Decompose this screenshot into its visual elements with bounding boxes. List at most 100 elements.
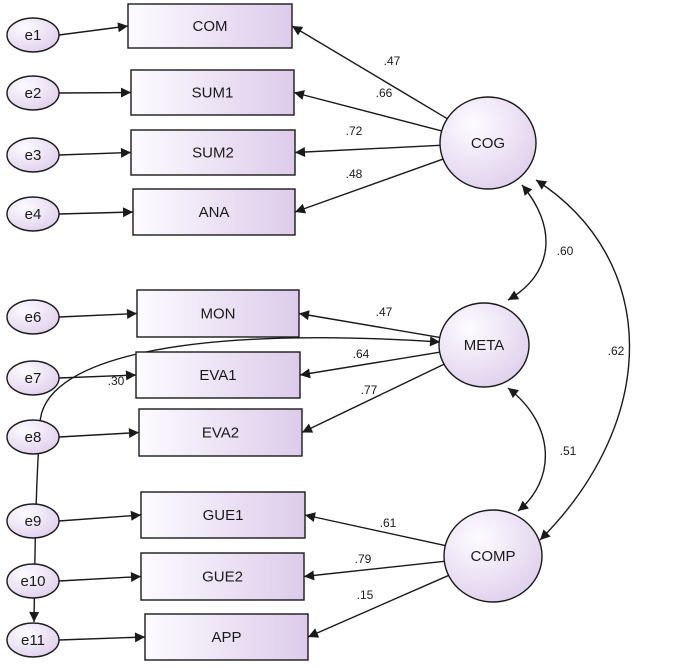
- error-label: e6: [25, 309, 42, 326]
- error-label: e4: [25, 206, 42, 223]
- correlation-label-cog-meta: .60: [557, 244, 574, 258]
- correlation-path-meta-e11: [29, 336, 441, 623]
- factor-node-comp: COMP: [443, 509, 543, 603]
- error-path-e7: [58, 370, 137, 381]
- indicator-box: [130, 69, 295, 116]
- indicator-label: MON: [201, 306, 236, 323]
- loading-label-ana: .48: [346, 167, 363, 181]
- indicator-label: APP: [211, 629, 241, 646]
- indicator-node-app: APP: [144, 613, 309, 661]
- error-node-e1: e1: [6, 17, 60, 53]
- error-label: e8: [25, 429, 42, 446]
- factor-label: META: [464, 337, 505, 354]
- indicator-label: COM: [193, 18, 228, 35]
- error-label: e3: [25, 147, 42, 164]
- loading-path-mon: [298, 310, 440, 339]
- indicator-box: [138, 408, 303, 457]
- indicator-node-gue2: GUE2: [140, 552, 305, 601]
- error-node-e7: e7: [6, 360, 60, 396]
- correlation-path-cog-comp: [535, 179, 631, 541]
- correlation-path-meta-comp: [507, 387, 547, 512]
- indicator-box: [136, 289, 300, 338]
- indicator-label: ANA: [199, 204, 230, 221]
- error-path-e9: [58, 510, 142, 522]
- error-node-e8: e8: [6, 419, 60, 455]
- error-ellipse: [6, 75, 60, 111]
- loading-label-mon: .47: [376, 305, 393, 319]
- loading-path-gue2: [303, 560, 445, 581]
- error-node-e11: e11: [6, 622, 60, 658]
- factor-node-meta: META: [438, 302, 530, 388]
- factor-ellipse: [438, 302, 530, 388]
- error-node-e10: e10: [6, 563, 60, 599]
- indicator-label: SUM1: [192, 85, 234, 102]
- indicator-label: SUM2: [192, 145, 234, 162]
- correlation-label-meta-e11: .30: [108, 374, 125, 388]
- error-ellipse: [6, 360, 60, 396]
- error-node-e6: e6: [6, 299, 60, 335]
- indicator-node-sum1: SUM1: [130, 69, 295, 116]
- error-label: e9: [25, 513, 42, 530]
- error-path-e10: [58, 572, 142, 583]
- indicator-box: [135, 351, 301, 399]
- loading-label-gue1: .61: [380, 516, 397, 530]
- error-node-e4: e4: [6, 196, 60, 232]
- indicator-box: [130, 129, 296, 176]
- error-path-e4: [58, 207, 134, 218]
- factor-label: COG: [471, 135, 505, 152]
- loading-label-gue2: .79: [355, 552, 372, 566]
- indicator-label: EVA2: [202, 425, 239, 442]
- indicator-node-sum2: SUM2: [130, 129, 296, 176]
- loading-label-com: .47: [384, 54, 401, 68]
- loading-path-eva1: [299, 351, 440, 379]
- indicator-label: GUE1: [203, 507, 244, 524]
- loading-path-ana: [294, 158, 444, 214]
- indicator-box: [140, 491, 306, 539]
- indicator-label: EVA1: [199, 367, 236, 384]
- loading-path-eva2: [301, 363, 445, 434]
- loading-label-sum2: .72: [346, 124, 363, 138]
- indicator-node-mon: MON: [136, 289, 300, 338]
- indicator-label: GUE2: [202, 569, 243, 586]
- loading-label-eva1: .64: [353, 347, 370, 361]
- indicator-node-com: COM: [127, 3, 293, 49]
- error-ellipse: [6, 419, 60, 455]
- error-path-e3: [58, 147, 132, 158]
- indicator-node-ana: ANA: [132, 188, 296, 236]
- factor-label: COMP: [471, 548, 516, 565]
- error-node-e3: e3: [6, 137, 60, 173]
- loading-label-app: .15: [357, 588, 374, 602]
- error-path-e2: [58, 87, 132, 98]
- error-node-e2: e2: [6, 75, 60, 111]
- loading-label-eva2: .77: [361, 383, 378, 397]
- indicator-box: [144, 613, 309, 661]
- error-path-e1: [58, 22, 129, 36]
- correlation-label-meta-comp: .51: [560, 444, 577, 458]
- loading-path-com: [291, 25, 448, 120]
- error-label: e1: [25, 27, 42, 44]
- error-label: e11: [21, 632, 45, 649]
- error-ellipse: [6, 17, 60, 53]
- error-node-e9: e9: [6, 503, 60, 539]
- indicator-box: [140, 552, 305, 601]
- error-ellipse: [6, 196, 60, 232]
- error-path-e8: [58, 428, 140, 439]
- error-ellipse: [6, 563, 60, 599]
- error-ellipse: [6, 503, 60, 539]
- correlation-label-cog-comp: .62: [608, 344, 625, 358]
- factor-ellipse: [443, 509, 543, 603]
- error-label: e7: [25, 370, 42, 387]
- factor-ellipse: [439, 96, 537, 190]
- loading-path-sum1: [293, 90, 442, 132]
- error-label: e2: [25, 85, 42, 102]
- loading-label-sum1: .66: [376, 86, 393, 100]
- indicator-node-gue1: GUE1: [140, 491, 306, 539]
- factor-node-cog: COG: [439, 96, 537, 190]
- error-path-e6: [58, 308, 138, 319]
- loading-path-sum2: [294, 144, 441, 158]
- correlation-path-cog-meta: [507, 184, 547, 301]
- error-ellipse: [6, 622, 60, 658]
- indicator-node-eva1: EVA1: [135, 351, 301, 399]
